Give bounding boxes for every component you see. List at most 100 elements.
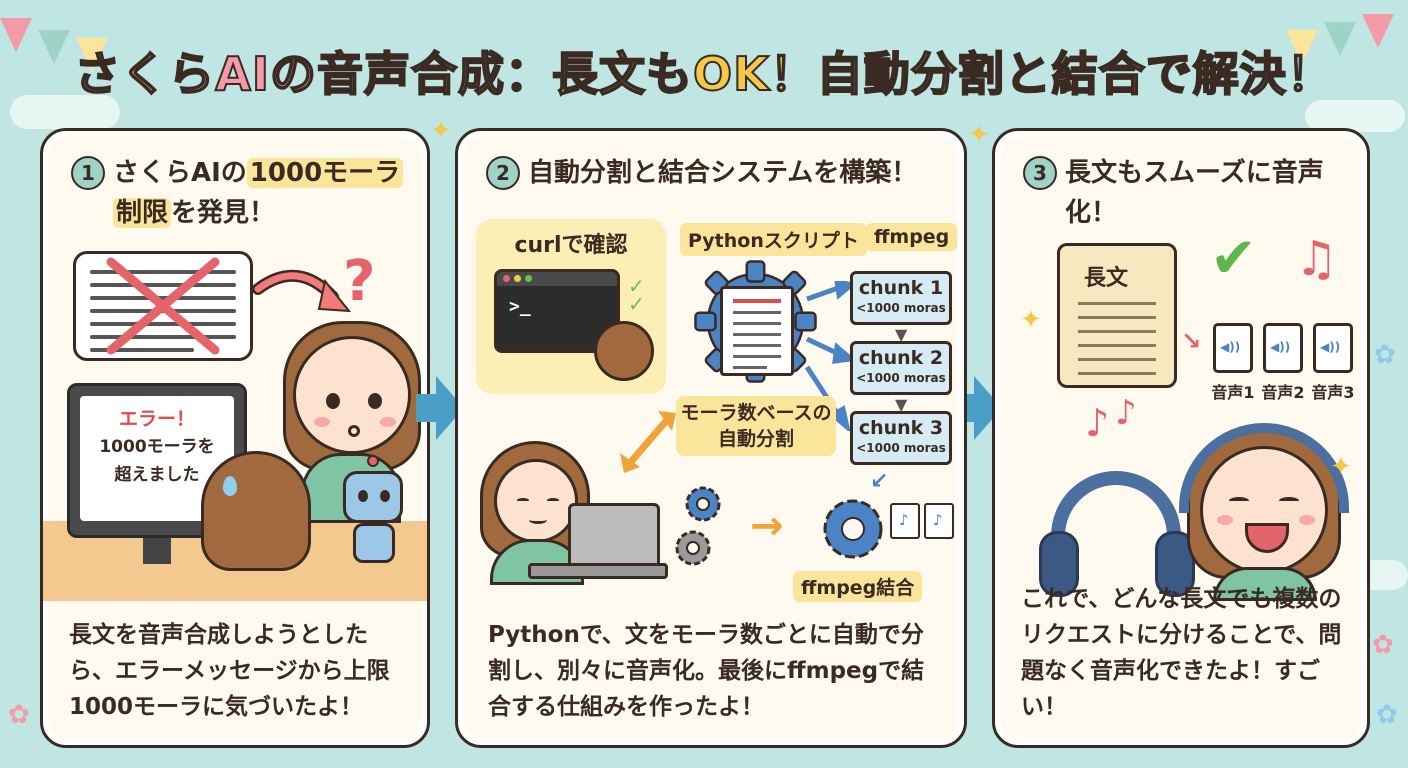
monitor-stand [143, 536, 171, 564]
robot-body [353, 523, 395, 563]
laptop [568, 503, 660, 569]
title-part: さくらAIの [73, 46, 317, 102]
step-number: 1 [71, 156, 105, 190]
python-label: Pythonスクリプト [680, 223, 867, 256]
audio-file-icon [1313, 323, 1353, 373]
person-back-head [201, 451, 311, 571]
title-part: で [1145, 46, 1193, 102]
chunk-box: chunk 1 <1000 moras [850, 271, 952, 325]
audio-file-icon [890, 503, 920, 539]
heading-part: を発見！ [171, 198, 276, 228]
mora-label-line: モーラ数ベースの [680, 402, 832, 424]
panel-caption: これで、どんな長文でも複数のリクエストに分けることで、問題なく音声化できたよ！す… [1021, 586, 1342, 720]
audio-label: 音声2 [1261, 383, 1305, 402]
audio-file-icon [1213, 323, 1253, 373]
sweat-drop-icon [223, 476, 237, 496]
long-text-scroll: 長文 [1057, 243, 1177, 388]
title-part: 結合 [1051, 46, 1146, 102]
down-arrow-icon: ▼ [895, 325, 908, 344]
panel-step-2: 2 自動分割と結合システムを構築！ curlで確認 >_ ✓✓ Pythonスク… [455, 128, 967, 748]
heading-highlight: 1000モーラ [246, 158, 404, 188]
chunk-box: chunk 3 <1000 moras [850, 411, 952, 465]
flower-icon: ✿ [8, 700, 30, 730]
robot-head [343, 471, 403, 523]
flower-icon: ✿ [1374, 340, 1396, 370]
ffmpeg-join-label: ffmpeg結合 [793, 571, 923, 602]
panel-caption: Pythonで、文をモーラ数ごとに自動で分割し、別々に音声化。最後にffmpeg… [488, 622, 925, 720]
title-part: 音声合成 [316, 46, 505, 102]
audio-file-icon [924, 503, 954, 539]
title-part: と [1004, 46, 1052, 102]
heading-text: 自動分割と結合システムを構築！ [528, 158, 918, 188]
script-document [720, 286, 794, 376]
down-arrow-icon: ↙ [870, 469, 889, 494]
chunk-name: chunk 1 [858, 277, 944, 299]
chunk-sub: <1000 moras [856, 371, 946, 385]
heading-highlight: 制限 [113, 198, 172, 228]
page-title: さくらAIの 音声合成 ： 長文 も OK！ 自動分割 と 結合 で 解決！ [0, 36, 1408, 106]
next-step-arrow-icon [416, 376, 464, 440]
panel-heading: 2 自動分割と結合システムを構築！ [486, 153, 917, 193]
cross-mark-icon [106, 257, 220, 355]
laptop-base [528, 563, 668, 579]
gear-icon [685, 486, 721, 522]
right-arrow-icon: → [750, 503, 784, 549]
heading-part: さくらAIの [113, 158, 247, 188]
chunk-sub: <1000 moras [856, 441, 946, 455]
checkmark-icon: ✔ [1210, 226, 1257, 291]
ffmpeg-label: ffmpeg [866, 223, 958, 251]
error-line: 1000モーラを [99, 437, 215, 457]
sparkle-icon: ✦ [430, 116, 452, 146]
double-arrow-icon [620, 411, 676, 473]
scroll-title: 長文 [1084, 266, 1129, 291]
mora-split-label: モーラ数ベースの 自動分割 [676, 396, 836, 456]
right-arrow-icon: ↘ [1181, 327, 1202, 355]
panel-caption: 長文を音声合成しようとしたら、エラーメッセージから上限1000モーラに気づいたよ… [69, 622, 390, 720]
flower-icon: ✿ [1376, 700, 1398, 730]
step-number: 3 [1023, 156, 1057, 190]
girl-at-keyboard [594, 321, 654, 381]
girl-face [494, 459, 578, 543]
down-arrow-icon: ▼ [895, 395, 908, 414]
headphone-band [1179, 423, 1349, 513]
panel-step-3: 3 長文もスムーズに音声化！ 長文 ✔ ♫ ↘ 音声1 音声2 音声3 ♪ ♪ … [992, 128, 1370, 748]
error-title: エラー！ [118, 408, 195, 430]
panel-heading: 3 長文もスムーズに音声化！ [1023, 153, 1367, 233]
title-part: 長文 [551, 46, 646, 102]
flower-icon: ✿ [1372, 630, 1394, 660]
audio-file-icon [1263, 323, 1303, 373]
chunk-box: chunk 2 <1000 moras [850, 341, 952, 395]
heading-text: 長文もスムーズに音声化！ [1065, 158, 1324, 228]
sparkle-icon: ✦ [1330, 452, 1352, 482]
step-number: 2 [486, 156, 520, 190]
title-part: OK！ [692, 46, 817, 102]
title-part: ： [504, 46, 552, 102]
music-note-icon: ♫ [1295, 231, 1339, 287]
gear-icon [823, 499, 883, 559]
audio-label: 音声1 [1211, 383, 1255, 402]
error-line: 超えました [114, 465, 200, 485]
cloud [10, 95, 120, 129]
sparkle-icon: ✦ [968, 120, 990, 150]
sparkle-icon: ✦ [1020, 305, 1042, 335]
chunk-name: chunk 3 [858, 417, 944, 439]
terminal-prompt: >_ [509, 296, 531, 317]
curl-label: curlで確認 [514, 233, 628, 258]
music-note-icon: ♪ [1115, 393, 1137, 433]
chunk-name: chunk 2 [858, 347, 944, 369]
robot-antenna [367, 455, 379, 467]
mora-label-line: 自動分割 [717, 428, 794, 450]
gear-icon [675, 530, 711, 566]
cloud [1305, 100, 1405, 132]
curved-arrow-icon [253, 269, 352, 313]
monitor: エラー！ 1000モーラを 超えました [67, 383, 247, 538]
title-part: も [645, 46, 693, 102]
title-part: 解決！ [1192, 46, 1334, 102]
audio-label: 音声3 [1311, 383, 1355, 402]
question-mark-icon: ? [343, 249, 376, 314]
headphone-cup [1039, 531, 1079, 597]
chunk-sub: <1000 moras [856, 301, 946, 315]
check-icon: ✓✓ [628, 274, 645, 316]
